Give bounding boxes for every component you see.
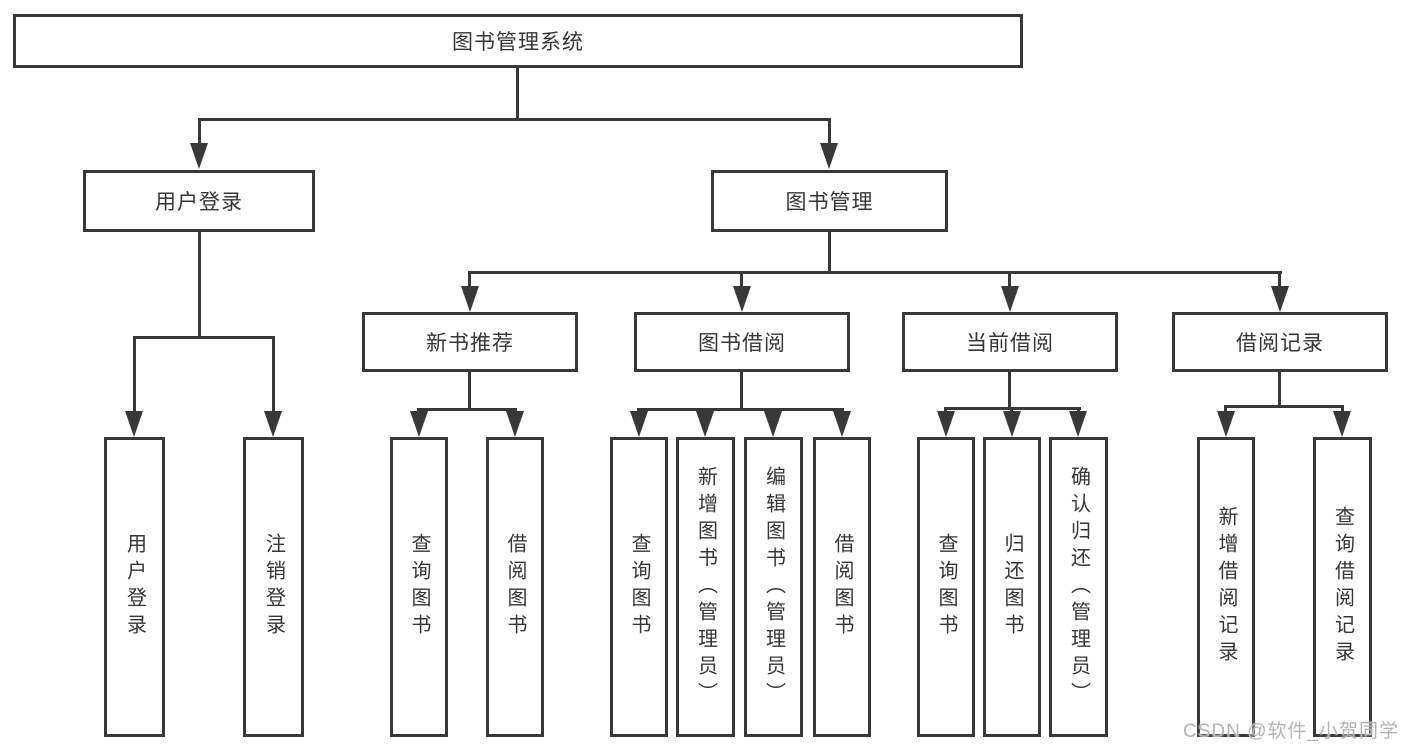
leaf-borrow-books: 借阅图书 [486, 437, 544, 737]
leaf-label: 借阅图书 [504, 533, 526, 641]
connector-line [740, 372, 743, 410]
connector-line [828, 118, 831, 146]
leaf-query-books: 查询图书 [610, 437, 668, 737]
connector-line [1225, 405, 1344, 408]
arrow-down-icon [1271, 286, 1289, 312]
arrow-down-icon [125, 411, 143, 437]
node-label: 图书借阅 [698, 332, 786, 355]
arrow-down-icon [461, 286, 479, 312]
leaf-label: 用户登录 [123, 533, 146, 641]
leaf-return-books: 归还图书 [983, 437, 1041, 737]
connector-line [468, 271, 471, 289]
connector-line [1278, 372, 1281, 407]
arrow-down-icon [1333, 411, 1351, 437]
node-label: 新书推荐 [426, 332, 514, 355]
node-borrowing-records: 借阅记录 [1172, 312, 1388, 372]
connector-line [516, 68, 519, 120]
arrow-down-icon [1069, 411, 1087, 437]
connector-line [198, 232, 201, 339]
connector-line [1278, 271, 1281, 289]
arrow-down-icon [696, 411, 714, 437]
node-label: 用户登录 [155, 191, 243, 214]
leaf-label: 注销登录 [262, 533, 285, 641]
arrow-down-icon [764, 411, 782, 437]
arrow-down-icon [630, 411, 648, 437]
leaf-edit-book-admin: 编辑图书（管理员） [744, 437, 803, 737]
node-label: 当前借阅 [966, 332, 1054, 355]
leaf-label: 查询借阅记录 [1331, 506, 1354, 668]
connector-line [1008, 271, 1011, 289]
node-user-login: 用户登录 [83, 170, 315, 232]
connector-line [469, 271, 1282, 274]
arrow-down-icon [506, 411, 524, 437]
connector-line [828, 232, 831, 274]
arrow-down-icon [833, 411, 851, 437]
watermark: CSDN @软件_小贺同学 [1183, 721, 1399, 742]
leaf-query-books: 查询图书 [390, 437, 448, 737]
leaf-label: 编辑图书（管理员） [762, 465, 785, 709]
node-label: 图书管理系统 [452, 31, 584, 54]
arrow-down-icon [1003, 411, 1021, 437]
leaf-confirm-return-admin: 确认归还（管理员） [1049, 437, 1108, 737]
connector-line [468, 372, 471, 410]
connector-line [272, 336, 275, 413]
node-book-management: 图书管理 [711, 170, 948, 232]
node-label: 图书管理 [785, 191, 874, 214]
connector-line [198, 118, 831, 121]
leaf-borrow-books: 借阅图书 [813, 437, 871, 737]
leaf-label: 新增图书（管理员） [694, 465, 717, 709]
leaf-label: 借阅图书 [831, 533, 853, 641]
leaf-label: 归还图书 [1001, 533, 1023, 641]
leaf-query-books: 查询图书 [917, 437, 975, 737]
arrow-down-icon [733, 286, 751, 312]
connector-line [133, 336, 136, 413]
leaf-label: 新增借阅记录 [1215, 506, 1237, 668]
arrow-down-icon [937, 411, 955, 437]
leaf-user-login: 用户登录 [104, 437, 165, 737]
arrow-down-icon [190, 143, 208, 169]
connector-line [740, 271, 743, 289]
connector-line [417, 408, 517, 411]
leaf-label: 查询图书 [935, 533, 957, 641]
node-library-management-system: 图书管理系统 [13, 14, 1023, 68]
arrow-down-icon [1001, 286, 1019, 312]
arrow-down-icon [1217, 411, 1235, 437]
connector-line [637, 408, 844, 411]
connector-line [1008, 372, 1011, 409]
node-book-borrowing: 图书借阅 [634, 312, 850, 372]
leaf-label: 查询图书 [408, 533, 430, 641]
node-current-borrowing: 当前借阅 [902, 312, 1118, 372]
leaf-query-borrow-record: 查询借阅记录 [1313, 437, 1372, 737]
leaf-label: 确认归还（管理员） [1067, 465, 1090, 709]
connector-line [133, 336, 275, 339]
leaf-add-borrow-record: 新增借阅记录 [1197, 437, 1255, 737]
arrow-down-icon [820, 143, 838, 169]
arrow-down-icon [410, 411, 428, 437]
leaf-label: 查询图书 [628, 533, 650, 641]
arrow-down-icon [264, 411, 282, 437]
connector-line [198, 118, 201, 146]
leaf-logout: 注销登录 [243, 437, 304, 737]
leaf-add-book-admin: 新增图书（管理员） [676, 437, 735, 737]
node-label: 借阅记录 [1236, 332, 1324, 355]
node-new-book-recommend: 新书推荐 [362, 312, 578, 372]
